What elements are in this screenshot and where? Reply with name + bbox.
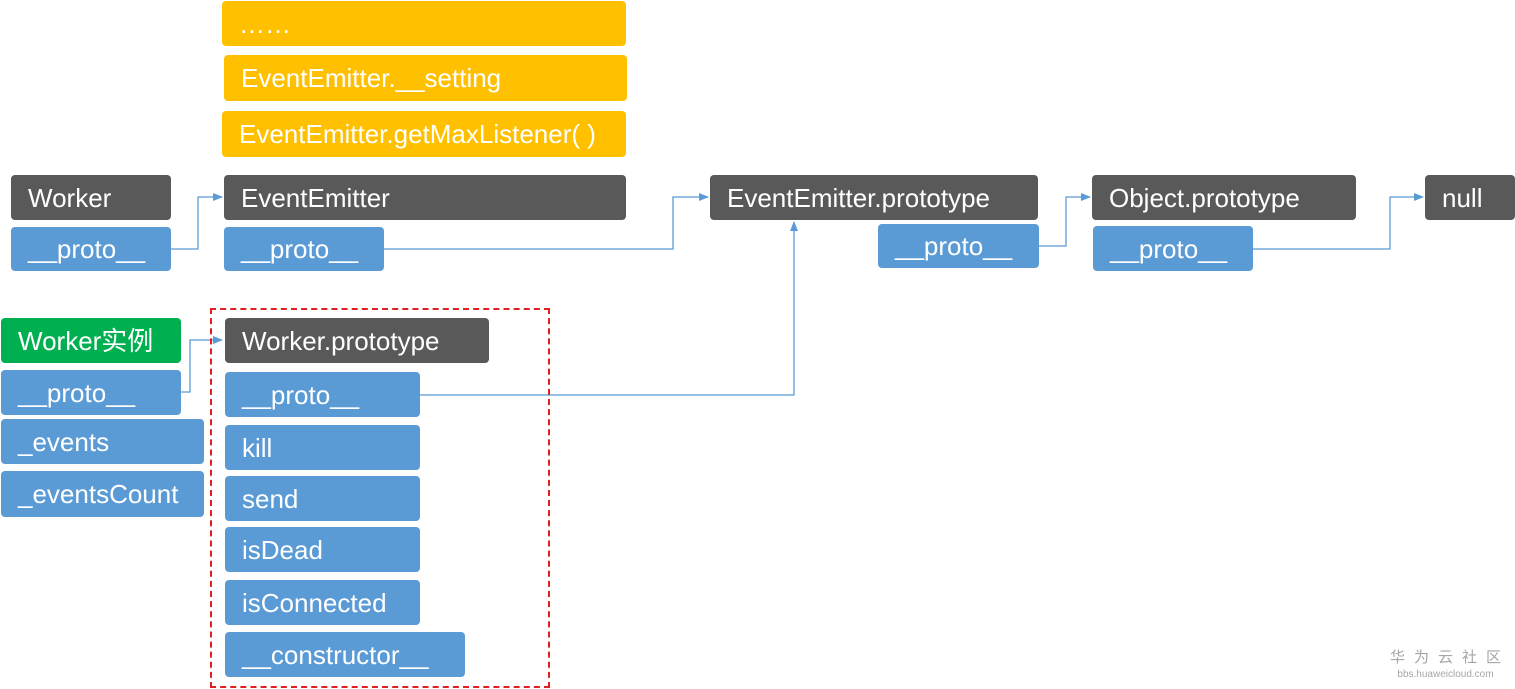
eventemitter-prototype-node: EventEmitter.prototype [710, 175, 1038, 220]
worker-prototype-group [210, 308, 550, 688]
eventemitter-proto: __proto__ [224, 227, 384, 271]
worker-prototype-isconnected: isConnected [225, 580, 420, 625]
worker-node: Worker [11, 175, 171, 220]
arrow-eventemitter-prototype-proto-to-object-prototype [1039, 193, 1091, 247]
worker-node-label: Worker [28, 182, 112, 213]
static-getmaxlistener-label: EventEmitter.getMaxListener( ) [239, 119, 596, 149]
arrow-worker-proto-to-eventemitter [171, 193, 223, 250]
arrow-object-prototype-proto-to-null [1253, 193, 1424, 250]
worker-prototype-isconnected-label: isConnected [242, 587, 387, 618]
object-prototype-proto: __proto__ [1093, 226, 1253, 271]
arrow-eventemitter-proto-to-eventemitter-prototype [384, 193, 709, 250]
worker-prototype-send-label: send [242, 483, 299, 514]
object-prototype-proto-label: __proto__ [1110, 233, 1228, 264]
arrow-instance-proto-to-worker-prototype [181, 336, 223, 393]
watermark-title: 华为云社区 [1389, 649, 1510, 666]
worker-prototype-send: send [225, 476, 420, 521]
worker-prototype-kill: kill [225, 425, 420, 470]
eventemitter-proto-label: __proto__ [241, 234, 359, 264]
eventemitter-node: EventEmitter [224, 175, 626, 220]
worker-proto-label: __proto__ [28, 234, 146, 264]
eventemitter-node-label: EventEmitter [241, 182, 390, 213]
worker-prototype-proto-label: __proto__ [242, 379, 360, 410]
worker-prototype-isdead: isDead [225, 527, 420, 572]
static-ellipsis-label: …… [239, 8, 291, 39]
worker-instance-events-count: _eventsCount [1, 471, 204, 517]
worker-instance-label: Worker实例 [18, 325, 154, 356]
worker-prototype-constructor-label: __constructor__ [242, 639, 429, 670]
worker-instance-proto-label: __proto__ [18, 377, 136, 408]
watermark-url: bbs.huaweicloud.com [1397, 669, 1494, 680]
worker-instance-proto: __proto__ [1, 370, 181, 415]
object-prototype-node: Object.prototype [1092, 175, 1356, 220]
worker-prototype-constructor: __constructor__ [225, 632, 465, 677]
worker-prototype-kill-label: kill [242, 432, 273, 463]
static-eventemitter-getmaxlistener: EventEmitter.getMaxListener( ) [222, 111, 626, 157]
eventemitter-prototype-label: EventEmitter.prototype [727, 182, 991, 213]
worker-prototype-isdead-label: isDead [242, 534, 323, 565]
eventemitter-prototype-proto: __proto__ [878, 224, 1039, 268]
worker-prototype-node: Worker.prototype [225, 318, 489, 363]
object-prototype-label: Object.prototype [1109, 182, 1300, 213]
worker-prototype-label: Worker.prototype [242, 325, 440, 356]
worker-proto: __proto__ [11, 227, 171, 271]
watermark: 华为云社区 bbs.huaweicloud.com [1390, 646, 1501, 680]
worker-instance-events-label: _events [18, 426, 110, 457]
arrow-worker-prototype-proto-to-eventemitter-prototype [420, 221, 798, 396]
null-node-label: null [1442, 182, 1483, 213]
static-eventemitter-setting: EventEmitter.__setting [224, 55, 627, 101]
static-ellipsis: …… [222, 1, 626, 46]
eventemitter-prototype-proto-label: __proto__ [895, 231, 1013, 261]
worker-instance-node: Worker实例 [1, 318, 181, 363]
static-setting-label: EventEmitter.__setting [241, 63, 502, 93]
worker-instance-events-count-label: _eventsCount [18, 479, 179, 509]
worker-prototype-proto: __proto__ [225, 372, 420, 417]
null-node: null [1425, 175, 1515, 220]
worker-instance-events: _events [1, 419, 204, 464]
